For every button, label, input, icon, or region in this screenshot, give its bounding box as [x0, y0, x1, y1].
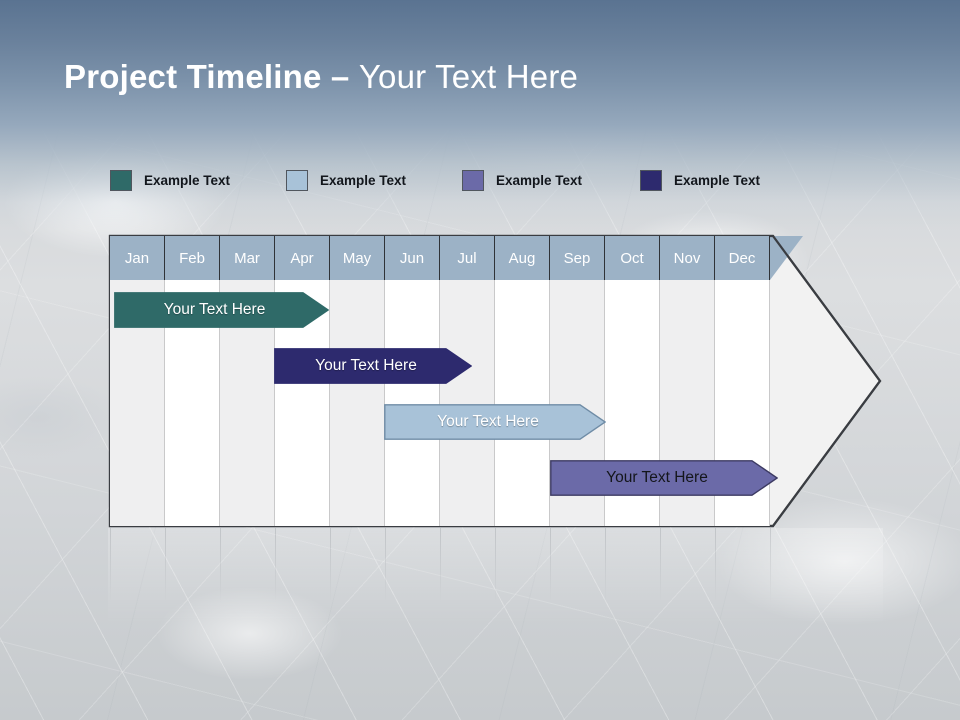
month-column	[220, 236, 275, 526]
month-header-aug[interactable]: Aug	[495, 236, 550, 280]
legend-item: Example Text	[462, 166, 582, 194]
month-column	[110, 236, 165, 526]
month-header-nov[interactable]: Nov	[660, 236, 715, 280]
task-bar-shape	[114, 292, 329, 328]
legend-swatch-icon	[286, 169, 308, 191]
task-bar-shape	[274, 348, 472, 384]
column-divider	[659, 236, 660, 526]
task-bar-shape	[384, 404, 606, 440]
title-strong: Project Timeline	[64, 58, 322, 95]
column-divider	[164, 236, 165, 526]
page-title: Project Timeline – Your Text Here	[64, 58, 578, 96]
legend: Example Text Example Text Example Text Exam…	[110, 166, 810, 194]
task-bar-shape	[550, 460, 778, 496]
task-bar[interactable]: Your Text Here	[114, 292, 329, 328]
legend-item: Example Text	[640, 166, 760, 194]
legend-swatch-icon	[110, 169, 132, 191]
legend-item: Example Text	[286, 166, 406, 194]
month-header-jan[interactable]: Jan	[110, 236, 165, 280]
task-bar-label: Your Text Here	[437, 413, 539, 430]
legend-item: Example Text	[110, 166, 230, 194]
title-dash: –	[321, 58, 359, 95]
month-header-sep[interactable]: Sep	[550, 236, 605, 280]
title-light: Your Text Here	[358, 58, 579, 95]
month-header-feb[interactable]: Feb	[165, 236, 220, 280]
month-header-dec[interactable]: Dec	[715, 236, 770, 280]
task-bar[interactable]: Your Text Here	[384, 404, 606, 440]
column-divider	[549, 236, 550, 526]
background-sky-gradient	[0, 0, 960, 230]
column-divider	[219, 236, 220, 526]
task-bar-label: Your Text Here	[606, 469, 708, 486]
legend-label: Example Text	[496, 172, 583, 188]
month-column	[495, 236, 550, 526]
task-bar-label: Your Text Here	[315, 357, 417, 374]
task-bar-label: Your Text Here	[163, 301, 266, 318]
month-header-may[interactable]: May	[330, 236, 385, 280]
month-header-jul[interactable]: Jul	[440, 236, 495, 280]
legend-swatch-icon	[462, 169, 484, 191]
legend-label: Example Text	[144, 172, 231, 188]
column-divider	[714, 236, 715, 526]
month-header-oct[interactable]: Oct	[605, 236, 660, 280]
legend-label: Example Text	[674, 172, 761, 188]
month-header-mar[interactable]: Mar	[220, 236, 275, 280]
legend-swatch-icon	[640, 169, 662, 191]
legend-label: Example Text	[320, 172, 407, 188]
month-column	[165, 236, 220, 526]
column-divider	[494, 236, 495, 526]
month-header-apr[interactable]: Apr	[275, 236, 330, 280]
column-divider	[604, 236, 605, 526]
column-divider	[769, 236, 770, 526]
task-bar[interactable]: Your Text Here	[274, 348, 472, 384]
task-bar[interactable]: Your Text Here	[550, 460, 778, 496]
month-header-jun[interactable]: Jun	[385, 236, 440, 280]
